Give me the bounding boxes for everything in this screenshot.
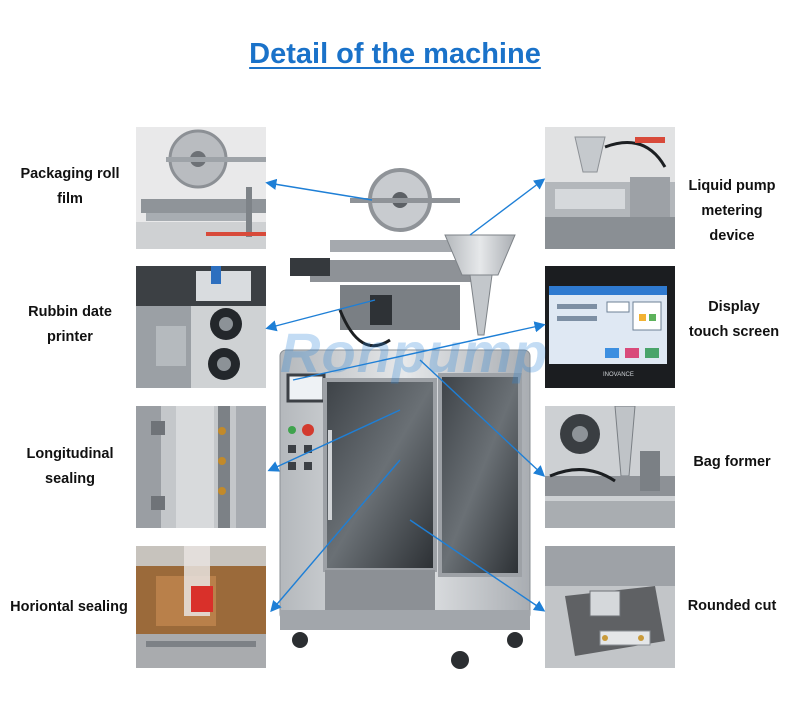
label-horizontal-sealing: Horiontal sealing	[10, 599, 128, 615]
page-title: Detail of the machine	[249, 38, 541, 70]
photo-liquid-pump	[545, 127, 675, 249]
packaging-machine-image	[270, 160, 540, 680]
label-bag-former: Bag former	[693, 454, 771, 470]
watermark: Ronpump	[280, 321, 549, 384]
photo-longitudinal-sealing	[136, 406, 266, 528]
photo-packaging-roll-film	[136, 127, 266, 249]
photo-bag-former	[545, 406, 675, 528]
photo-touch-screen: INOVANCE	[545, 266, 675, 388]
photo-rounded-cut	[545, 546, 675, 668]
photo-rubbin-date-printer	[136, 266, 266, 388]
photo-horizontal-sealing	[136, 546, 266, 668]
screen-brand: INOVANCE	[603, 372, 634, 378]
label-rounded-cut: Rounded cut	[687, 598, 777, 614]
